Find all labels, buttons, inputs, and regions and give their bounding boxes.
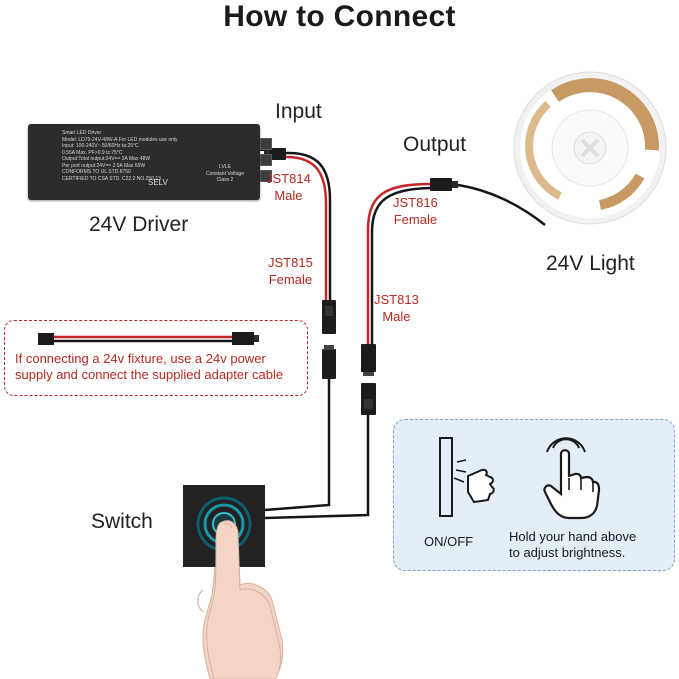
wire-switch-input <box>264 379 331 512</box>
jst815-label: JST815 Female <box>268 254 313 288</box>
jst814-label: JST814 Male <box>266 170 311 204</box>
driver-spec-line: Output:Total output:24V== 2A Max 48W <box>62 156 151 162</box>
connector-jst813 <box>361 344 376 372</box>
jst813-model: JST813 <box>374 292 419 307</box>
wire-output-red <box>366 182 431 345</box>
input-label: Input <box>275 100 322 123</box>
driver-output-port <box>260 138 272 150</box>
connector-jst814 <box>268 148 286 160</box>
adapter-note-line: supply and connect the supplied adapter … <box>15 367 284 382</box>
jst816-model: JST816 <box>393 195 438 210</box>
driver-spec-line: CERTIFIED TO CSA STD. C22.2 NO.250.13 <box>62 175 161 182</box>
driver-spec-line: Per port output:24V== 2.5A Max 60W <box>62 162 146 169</box>
wire-input-black <box>285 151 332 300</box>
driver-spec-line: 0.55A Max. PF>0.9 tc:75°C <box>62 149 123 156</box>
jst815-gender: Female <box>268 272 313 287</box>
on-off-label: ON/OFF <box>424 534 474 549</box>
page-title: How to Connect <box>223 0 456 33</box>
driver-spec-line: CONFORMS TO UL STD.8750 <box>62 169 131 175</box>
adapter-connector-right <box>232 332 254 345</box>
jst813-gender: Male <box>382 309 411 324</box>
connector-jst815 <box>322 300 336 334</box>
driver-output-port <box>260 154 272 166</box>
wire-switch-output <box>264 415 370 520</box>
jst813-label: JST813 Male <box>374 291 419 325</box>
jst816-label: JST816 Female <box>393 194 438 228</box>
brightness-instruction-line: to adjust brightness. <box>509 545 626 560</box>
driver-spec-line: Smart LED Driver <box>62 130 102 136</box>
driver-lvle-mark: LVLE Constant Voltage Class 2 <box>200 164 250 184</box>
brightness-instruction-line: Hold your hand above <box>509 529 637 544</box>
driver-class-text: Class 2 <box>216 177 234 183</box>
driver-spec-text: Smart LED Driver Model: LD70-24V-48W-A F… <box>62 130 232 182</box>
light-label: 24V Light <box>546 252 635 275</box>
driver-spec-line: Input: 100-240V~ 50/60Hz ta:25°C <box>62 143 139 149</box>
output-label: Output <box>403 133 467 156</box>
led-driver: Smart LED Driver Model: LD70-24V-48W-A F… <box>28 124 272 200</box>
finger-hand-icon <box>206 520 281 679</box>
on-off-tap-icon <box>439 437 495 517</box>
driver-constant-voltage-text: Constant Voltage <box>205 170 245 177</box>
adapter-note-box <box>4 320 308 396</box>
led-strip-reel-icon <box>513 71 667 225</box>
driver-lvle-text: LVLE <box>219 164 231 170</box>
driver-selv-mark: SELV <box>148 178 168 187</box>
driver-label: 24V Driver <box>89 213 189 236</box>
adapter-note: If connecting a 24v fixture, use a 24v p… <box>15 351 315 383</box>
jst814-gender: Male <box>274 188 303 203</box>
wire-light-black <box>457 183 546 226</box>
brightness-instruction: Hold your hand above to adjust brightnes… <box>509 529 636 561</box>
jst815-model: JST815 <box>268 255 313 270</box>
connector-jst815-mate <box>322 349 336 379</box>
jst816-gender: Female <box>393 212 438 227</box>
wire-input-red <box>285 155 328 300</box>
wire-output-black <box>370 186 431 345</box>
adapter-note-line: If connecting a 24v fixture, use a 24v p… <box>15 351 266 366</box>
connector-jst816 <box>430 178 452 191</box>
driver-output-port <box>260 170 272 182</box>
switch-label: Switch <box>91 510 153 533</box>
jst814-model: JST814 <box>266 171 311 186</box>
driver-spec-line: Model: LD70-24V-48W-A For LED modules us… <box>62 136 178 143</box>
adapter-connector-left <box>38 333 54 345</box>
hand-hover-icon <box>543 437 601 520</box>
